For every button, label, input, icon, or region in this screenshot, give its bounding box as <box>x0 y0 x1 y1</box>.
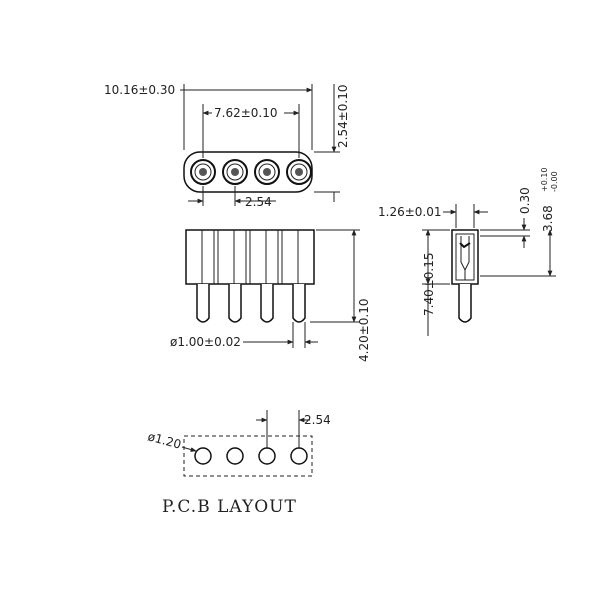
front-view-pin <box>292 284 306 323</box>
top-body-height-label: 2.54±0.10 <box>336 85 350 149</box>
pcb-hole <box>258 447 276 465</box>
pcb-hole <box>290 447 308 465</box>
front-view-pin <box>196 284 210 323</box>
pcb-layout: 2.54 ø1.20 P.C.B LAYOUT <box>146 410 331 517</box>
pcb-outline <box>183 435 313 477</box>
front-view-pin <box>260 284 274 323</box>
side-pin-width-label: 1.26±0.01 <box>378 205 442 219</box>
side-body-length-label: 7.40±0.15 <box>422 253 436 317</box>
top-pitch-label: 2.54 <box>245 195 272 209</box>
front-pin-length-label: 4.20±0.10 <box>357 299 371 363</box>
pcb-hole <box>226 447 244 465</box>
side-contact-depth-label: 3.68 <box>541 205 555 232</box>
top-view-socket <box>254 159 280 185</box>
side-offset-label: 0.30 <box>518 187 532 214</box>
top-view-socket <box>190 159 216 185</box>
front-pin-diameter-label: ø1.00±0.02 <box>170 335 241 349</box>
front-view-pin <box>228 284 242 323</box>
pcb-hole-diameter-label: ø1.20 <box>146 429 183 451</box>
side-view: 1.26±0.01 0.30 3.68 +0.10 -0.00 7.40±0.1… <box>378 167 559 336</box>
top-view-socket <box>222 159 248 185</box>
side-view-pin <box>458 284 472 323</box>
side-contact-depth-tol-minus: -0.00 <box>550 171 559 192</box>
pcb-pitch-label: 2.54 <box>304 413 331 427</box>
pcb-hole <box>194 447 212 465</box>
top-view-socket <box>286 159 312 185</box>
side-contact-depth-tol-plus: +0.10 <box>540 167 549 192</box>
top-pin-span-label: 7.62±0.10 <box>214 106 278 120</box>
pcb-layout-title: P.C.B LAYOUT <box>162 497 297 517</box>
front-view: 4.20±0.10 ø1.00±0.02 <box>170 229 371 363</box>
top-overall-width-label: 10.16±0.30 <box>104 83 175 97</box>
top-view: 10.16±0.30 7.62±0.10 2.54±0.10 2.54 <box>104 83 350 209</box>
